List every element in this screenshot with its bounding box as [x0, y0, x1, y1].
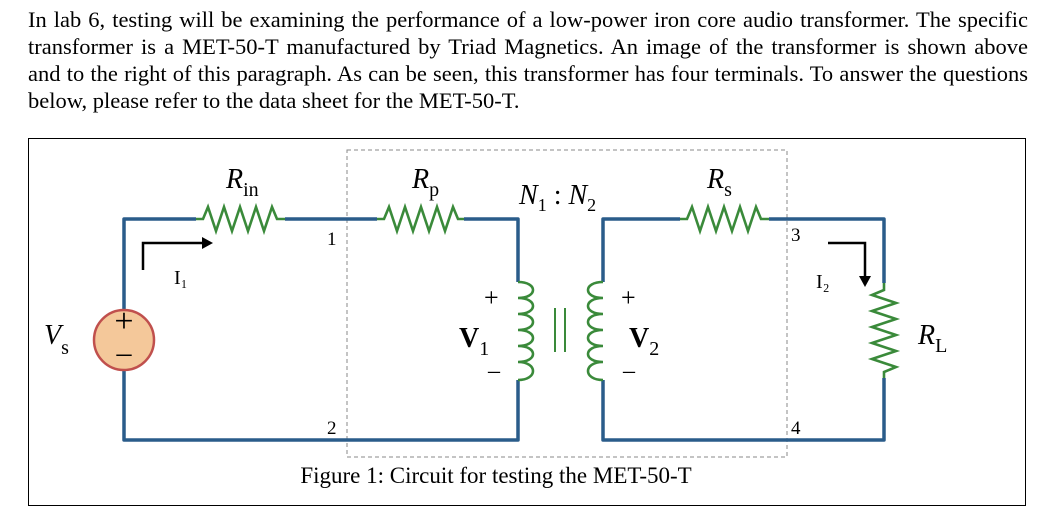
label-turns-ratio: N1 : N2 — [518, 180, 596, 215]
label-v1-plus: + — [484, 283, 499, 312]
label-i2: I₂ — [816, 271, 830, 293]
voltage-source — [92, 308, 156, 372]
wire-left-to-coil — [464, 217, 520, 282]
label-v2-minus: – — [622, 358, 636, 384]
label-r-l: RL — [917, 320, 947, 357]
resistor-r-p — [377, 202, 464, 236]
resistor-r-l — [867, 283, 901, 378]
terminal-1-label: 1 — [327, 229, 337, 250]
current-i2-arrow — [828, 241, 867, 278]
secondary-coil — [586, 280, 604, 382]
label-r-p: Rp — [411, 164, 439, 201]
source-plus: + — [114, 303, 133, 340]
current-i1-arrow — [141, 241, 205, 270]
intro-paragraph: In lab 6, testing will be examining the … — [28, 7, 1028, 113]
current-i1-arrowhead — [202, 237, 213, 249]
figure-caption: Figure 1: Circuit for testing the MET-50… — [300, 463, 691, 488]
wire-right-top — [769, 217, 886, 283]
label-v1-minus: – — [487, 358, 501, 384]
current-i2-arrowhead — [859, 276, 871, 287]
wire-left-top — [122, 217, 196, 310]
label-v2-plus: + — [621, 283, 636, 312]
label-r-s: Rs — [706, 164, 732, 201]
transformer-boundary — [346, 149, 788, 458]
wire-right-from-coil — [601, 217, 680, 282]
label-v-s: Vs — [44, 320, 69, 359]
figure-frame — [28, 138, 1026, 506]
source-minus: – — [116, 336, 133, 369]
label-i1: I₁ — [174, 267, 188, 289]
wire-right-bottom — [601, 378, 886, 442]
terminal-3-label: 3 — [791, 225, 801, 246]
label-v2: V2 — [629, 323, 659, 360]
terminal-2-label: 2 — [327, 418, 337, 439]
primary-coil — [517, 280, 535, 382]
label-v1: V1 — [459, 323, 489, 360]
label-r-in: Rin — [225, 164, 259, 201]
resistor-r-s — [680, 202, 769, 236]
resistor-r-in — [196, 202, 285, 236]
wire-left-bottom — [122, 370, 520, 442]
terminal-4-label: 4 — [791, 418, 801, 439]
